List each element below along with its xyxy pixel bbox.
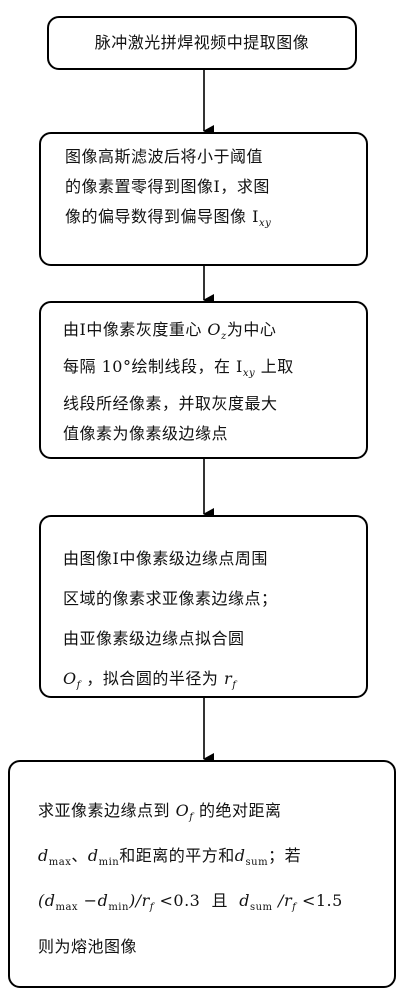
step-3-line-4: 值像素为像素级边缘点	[63, 424, 229, 444]
step-2-line-3: 像的偏导数得到偏导图像 Ixy	[65, 207, 272, 230]
step-5-text: 求亚像素边缘点到 Of 的绝对距离 dmax、dmin和距离的平方和dsum；若…	[38, 792, 380, 966]
partial-image-symbol: Ixy	[252, 207, 272, 230]
step-5-box: 求亚像素边缘点到 Of 的绝对距离 dmax、dmin和距离的平方和dsum；若…	[8, 760, 396, 988]
step-4-line-1: 由图像I中像素级边缘点周围	[63, 549, 268, 568]
step-5-line-1: 求亚像素边缘点到 Of 的绝对距离	[38, 801, 282, 824]
step-2-box: 图像高斯滤波后将小于阈值 的像素置零得到图像I，求图 像的偏导数得到偏导图像 I…	[39, 132, 368, 266]
step-3-line-2: 每隔 10°绘制线段，在 Ixy 上取	[63, 357, 294, 380]
step-2-line-1: 图像高斯滤波后将小于阈值	[65, 147, 264, 166]
step-1-box: 脉冲激光拼焊视频中提取图像	[47, 16, 357, 70]
step-3-line-3: 线段所经像素，并取灰度最大	[63, 394, 278, 414]
step-2-text: 图像高斯滤波后将小于阈值 的像素置零得到图像I，求图 像的偏导数得到偏导图像 I…	[65, 142, 352, 239]
step-4-box: 由图像I中像素级边缘点周围 区域的像素求亚像素边缘点； 由亚像素级边缘点拟合圆 …	[39, 515, 368, 698]
step-4-line-3: 由亚像素级边缘点拟合圆	[63, 629, 245, 648]
step-3-text: 由I中像素灰度重心 Oz为中心 每隔 10°绘制线段，在 Ixy 上取 线段所经…	[63, 315, 352, 449]
step-4-text: 由图像I中像素级边缘点周围 区域的像素求亚像素边缘点； 由亚像素级边缘点拟合圆 …	[63, 539, 352, 706]
step-4-line-2: 区域的像素求亚像素边缘点；	[63, 589, 278, 608]
step-5-line-2: dmax、dmin和距离的平方和dsum；若	[38, 846, 302, 869]
step-5-line-3: (dmax −dmin)/rf <0.3 且 dsum /rf <1.5	[38, 891, 343, 914]
step-5-line-4: 则为熔池图像	[38, 936, 138, 956]
step-4-line-4: Of ，拟合圆的半径为 rf	[63, 669, 237, 692]
step-3-line-1: 由I中像素灰度重心 Oz为中心	[63, 320, 277, 343]
step-2-line-2: 的像素置零得到图像I，求图	[65, 177, 270, 196]
step-3-box: 由I中像素灰度重心 Oz为中心 每隔 10°绘制线段，在 Ixy 上取 线段所经…	[39, 301, 368, 459]
step-1-text: 脉冲激光拼焊视频中提取图像	[94, 33, 310, 52]
